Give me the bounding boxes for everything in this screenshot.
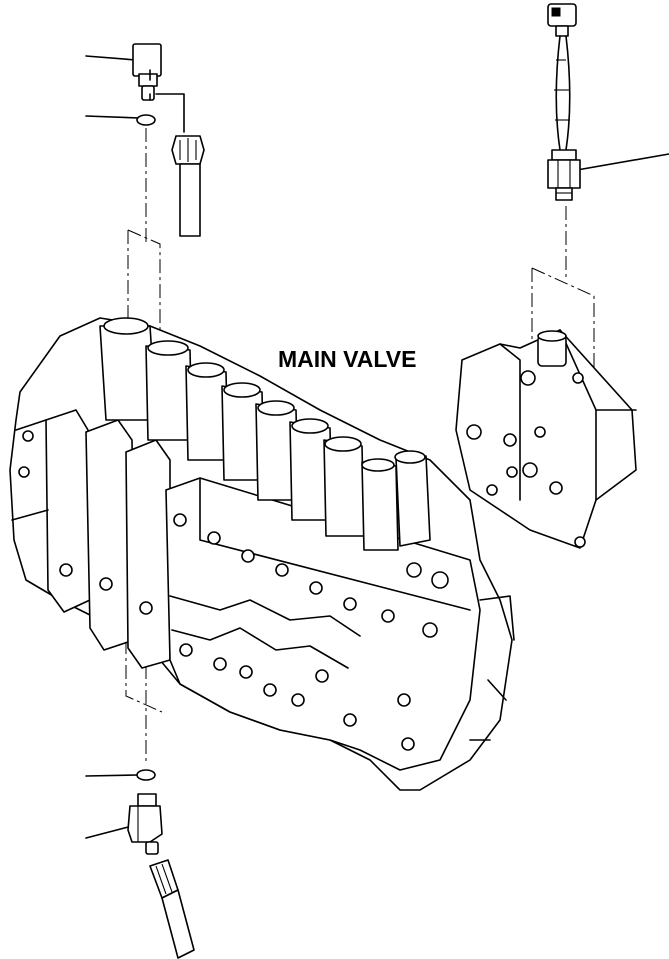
hose-fitting-top bbox=[171, 135, 205, 237]
main-valve-body bbox=[9, 317, 515, 791]
pressure-sensor-right bbox=[547, 3, 581, 201]
o-ring-bottom bbox=[136, 769, 156, 781]
pressure-switch-bottom bbox=[127, 793, 163, 855]
pressure-switch-top bbox=[132, 43, 185, 133]
o-ring-top bbox=[136, 114, 156, 126]
main-valve-label: MAIN VALVE bbox=[278, 346, 416, 372]
callout-leaders bbox=[85, 55, 669, 839]
service-valve-block bbox=[455, 329, 637, 549]
hose-fitting-bottom bbox=[149, 859, 195, 959]
